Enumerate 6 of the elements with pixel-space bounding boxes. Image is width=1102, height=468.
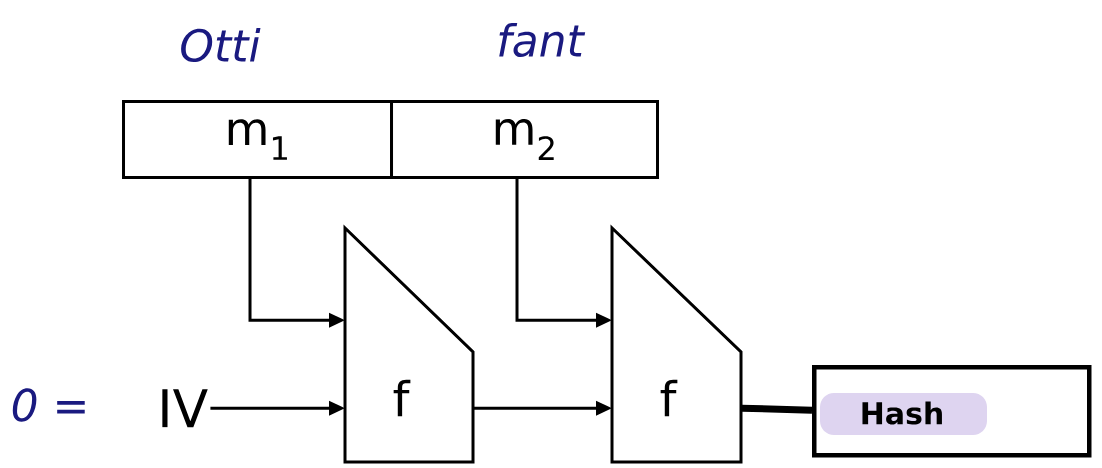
message-block: m$_{1}$	[122, 100, 393, 179]
handwritten-note: 0 =	[12, 388, 85, 422]
output-box: Hash	[812, 365, 1092, 458]
input-label: IV	[162, 389, 208, 428]
handwritten-note: fant	[499, 23, 586, 58]
message-block: m$_{2}$	[390, 100, 659, 179]
